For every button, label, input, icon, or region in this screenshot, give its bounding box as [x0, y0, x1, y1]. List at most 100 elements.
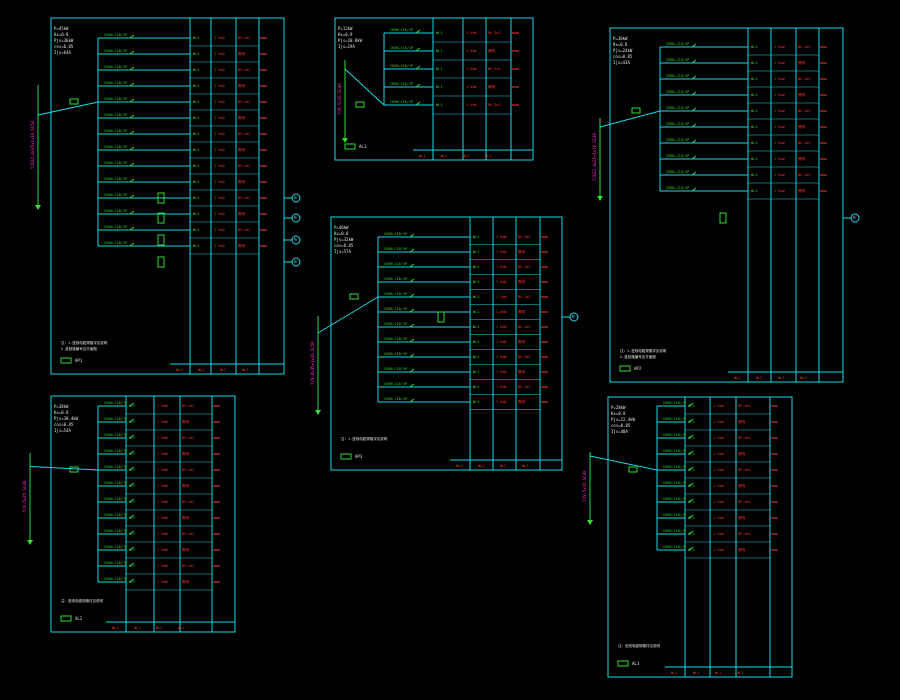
circuit-load: 1.5kW	[496, 340, 507, 344]
panel-parameter: Kx=0.8	[54, 32, 69, 37]
panel-parameter: Pjs=30.4kW	[54, 416, 79, 421]
breaker-label: C65N-C16/1P	[666, 122, 689, 126]
breaker-label: C65N-C16/1P	[384, 367, 407, 371]
circuit-id: WL1	[473, 295, 479, 299]
panel-frame	[330, 216, 563, 471]
breaker-symbol	[415, 101, 421, 106]
circuit-cable: 照明	[518, 280, 526, 284]
panel-title: AL3	[632, 661, 640, 666]
panel-title: AP2	[634, 366, 642, 371]
panel-5: P=38kWKx=0.8Pjs=30.4kWcos=0.85Ijs=54AC65…	[22, 395, 236, 633]
circuit-id: WL1	[129, 500, 135, 504]
circuit-cable: 照明	[238, 52, 245, 56]
breaker-label: C65N-C16/1P	[104, 81, 127, 85]
breaker-symbol	[129, 402, 135, 407]
panel-parameter: Pjs=22.4kW	[611, 417, 636, 422]
circuit-load: 1.5kW	[214, 196, 225, 200]
motor-label: M	[294, 260, 297, 265]
breaker-symbol	[129, 114, 135, 119]
circuit-cable: BV-3x2	[518, 355, 531, 359]
circuit-id: WL1	[129, 404, 135, 408]
panel-parameter: P=45kW	[54, 26, 69, 31]
circuit-id: WL1	[688, 452, 694, 456]
panel-parameter: cos=0.85	[54, 422, 74, 427]
incoming-cable-label: YJV-5x16 SC40	[582, 470, 587, 502]
breaker-symbol	[688, 418, 694, 423]
circuit-load: 1.5kW	[496, 250, 507, 254]
breaker-symbol	[691, 187, 697, 192]
circuit-cable: 照明	[798, 157, 806, 161]
incoming-link	[317, 296, 379, 334]
circuit-id: WL1	[688, 468, 694, 472]
breaker-label: C65N-C16/1P	[663, 417, 686, 421]
circuit-load: 1.5kW	[466, 85, 477, 89]
panel-4: P=40kWKx=0.8Pjs=32kWcos=0.85Ijs=57AC65N-…	[310, 216, 579, 471]
footer-cell: WL1	[176, 368, 182, 372]
breaker-symbol	[415, 29, 421, 34]
circuit-id: WL1	[129, 452, 135, 456]
circuit-load: 1.5kW	[157, 468, 168, 472]
circuit-cable: BV-3x2	[798, 141, 811, 145]
breaker-label: C65N-C16/1P	[663, 449, 686, 453]
circuit-load: 1.5kW	[713, 452, 724, 456]
contactor-symbol	[157, 192, 165, 204]
main-breaker-symbol	[349, 293, 359, 300]
breaker-symbol	[409, 368, 415, 373]
circuit-load: 1.5kW	[713, 516, 724, 520]
circuit-load: 1.5kW	[214, 164, 225, 168]
panel-parameter: Kx=0.8	[54, 410, 69, 415]
breaker-symbol	[129, 498, 135, 503]
circuit-cable: 照明	[738, 420, 746, 424]
breaker-label: C65N-C16/1P	[666, 58, 689, 62]
circuit-load: 1.5kW	[157, 548, 168, 552]
footer-cell: WL1	[441, 154, 447, 158]
circuit-load: 1.5kW	[496, 385, 507, 389]
circuit-id: WL1	[751, 77, 757, 81]
circuit-id: WL1	[193, 244, 199, 248]
circuit-cable: BV-3x2	[182, 468, 195, 472]
circuit-id: WL1	[751, 173, 757, 177]
circuit-cable: 照明	[182, 548, 189, 552]
breaker-symbol	[129, 82, 135, 87]
breaker-label: C65N-C16/1P	[666, 154, 689, 158]
circuit-load: 1.5kW	[774, 61, 785, 65]
incoming-arrow	[35, 205, 41, 210]
circuit-load: 1.5kW	[466, 103, 477, 107]
circuit-id: WL1	[751, 45, 757, 49]
circuit-cable: BV-3x2	[182, 564, 195, 568]
breaker-symbol	[129, 98, 135, 103]
panel-title: AL2	[75, 616, 83, 621]
breaker-symbol	[691, 75, 697, 80]
breaker-symbol	[409, 278, 415, 283]
panel-frame	[334, 17, 534, 161]
breaker-symbol	[688, 498, 694, 503]
footer-cell: WL1	[522, 464, 528, 468]
breaker-label: C65N-C16/1P	[104, 401, 127, 405]
circuit-cable: BV-3x2	[738, 468, 751, 472]
circuit-id: WL1	[688, 484, 694, 488]
circuit-id: WL1	[193, 228, 199, 232]
breaker-label: C65N-C16/1P	[666, 90, 689, 94]
breaker-label: C65N-C16/1P	[384, 247, 407, 251]
circuit-id: WL1	[473, 340, 479, 344]
circuit-cable: 照明	[238, 212, 245, 216]
breaker-symbol	[129, 146, 135, 151]
circuit-cable: 照明	[238, 244, 245, 248]
breaker-symbol	[691, 59, 697, 64]
circuit-id: WL1	[193, 180, 199, 184]
circuit-load: 1.5kW	[466, 31, 477, 35]
circuit-cable: BV-3x2	[798, 109, 811, 113]
circuit-id: WL1	[193, 52, 199, 56]
circuit-id: WL1	[436, 103, 442, 107]
footer-cell: WL1	[463, 154, 469, 158]
breaker-symbol	[688, 482, 694, 487]
circuit-load: 1.5kW	[214, 84, 225, 88]
circuit-cable: BV-3x2	[738, 404, 751, 408]
panel-1: P=45kWKx=0.8Pjs=36kWcos=0.85Ijs=64AC65N-…	[30, 17, 301, 375]
circuit-cable: BV-3x2	[182, 436, 195, 440]
breaker-symbol	[409, 293, 415, 298]
circuit-cable: BV-3x2	[182, 500, 195, 504]
circuit-cable: BV-3x2	[488, 103, 501, 107]
breaker-symbol	[688, 450, 694, 455]
circuit-cable: BV-3x2	[238, 164, 251, 168]
